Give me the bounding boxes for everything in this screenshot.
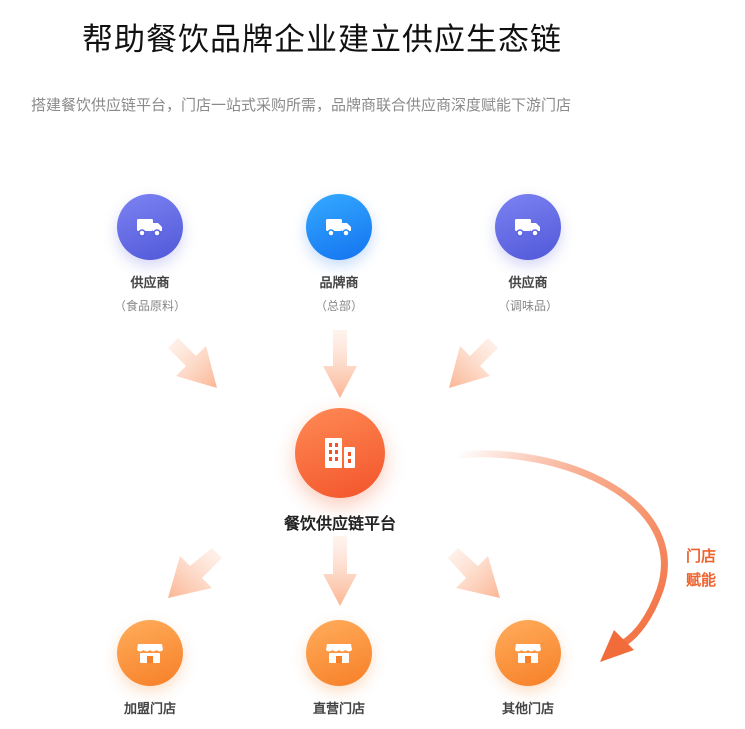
node-label: 加盟门店 <box>123 702 176 717</box>
arrow-left-to-center <box>168 338 217 388</box>
node-sublabel: （调味品） <box>497 299 558 313</box>
store-icon <box>495 620 561 686</box>
arrow-center-to-right-store <box>448 548 500 598</box>
empower-label-line1: 门店 <box>686 547 717 565</box>
supplier-node-food[interactable]: 供应商 （食品原料） <box>97 194 203 314</box>
platform-node[interactable]: 餐饮供应链平台 <box>270 408 410 534</box>
node-sublabel: （食品原料） <box>113 299 186 313</box>
empower-label: 门店 赋能 <box>686 544 716 592</box>
page-subtitle: 搭建餐饮供应链平台，门店一站式采购所需，品牌商联合供应商深度赋能下游门店 <box>31 96 572 114</box>
building-icon <box>295 408 385 498</box>
store-icon <box>306 620 372 686</box>
arrow-right-to-center <box>449 338 498 388</box>
brand-node-hq[interactable]: 品牌商 （总部） <box>286 194 392 314</box>
node-label: 品牌商 <box>319 276 359 291</box>
page-title: 帮助餐饮品牌企业建立供应生态链 <box>82 22 562 58</box>
node-label: 直营门店 <box>312 702 365 717</box>
store-node-direct[interactable]: 直营门店 <box>286 620 392 717</box>
node-label: 供应商 <box>508 276 548 291</box>
arrow-center-to-mid-store <box>323 536 357 606</box>
node-label: 供应商 <box>130 276 170 291</box>
store-node-other[interactable]: 其他门店 <box>475 620 581 717</box>
store-icon <box>117 620 183 686</box>
empower-label-line2: 赋能 <box>686 571 717 589</box>
curved-empower-arrow <box>454 450 668 662</box>
supplier-node-seasoning[interactable]: 供应商 （调味品） <box>475 194 581 314</box>
truck-icon <box>117 194 183 260</box>
node-sublabel: （总部） <box>314 299 363 313</box>
arrow-center-to-left-store <box>168 548 222 598</box>
store-node-franchise[interactable]: 加盟门店 <box>97 620 203 717</box>
node-label: 其他门店 <box>501 702 554 717</box>
truck-icon <box>495 194 561 260</box>
arrow-top-to-center <box>323 330 357 398</box>
truck-icon <box>306 194 372 260</box>
platform-label: 餐饮供应链平台 <box>283 514 396 533</box>
